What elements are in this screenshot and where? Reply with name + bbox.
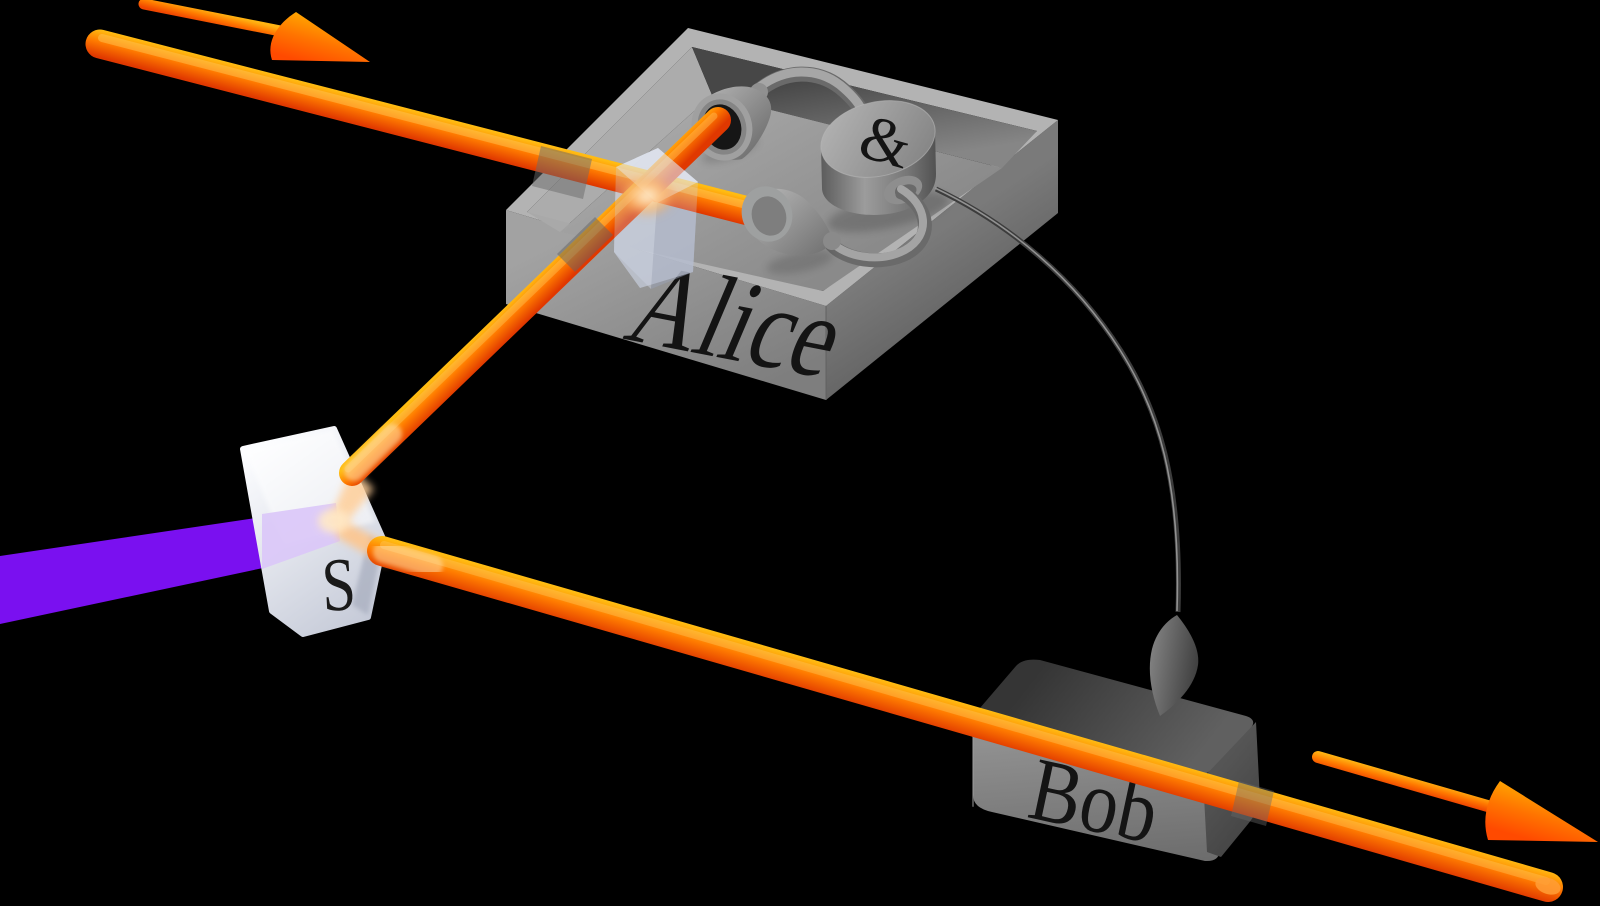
output-arrow-head (1485, 781, 1598, 842)
source-label: S (320, 542, 358, 628)
alice-box-right-face (826, 120, 1058, 400)
entangled-beam-to-bob (367, 536, 1563, 902)
classical-channel (934, 186, 1199, 716)
classical-wire-highlight (934, 187, 1179, 612)
classical-arrow-head (1149, 615, 1199, 716)
detector-bottom-shadow (766, 249, 834, 275)
detector-bottom-aperture (751, 196, 787, 236)
coincidence-top (820, 100, 936, 178)
bob-box-top-face (977, 659, 1254, 776)
wall-dim-patch-input-beam (532, 146, 592, 199)
wall-dim-patch-alice-beam (557, 217, 613, 272)
input-arrow-head (270, 12, 370, 62)
entangled-beam-to-bob-core (380, 541, 1550, 885)
photon-beams (85, 29, 1563, 902)
input-photon-arrow (138, 0, 370, 62)
output-arrow-shaft (1312, 751, 1504, 815)
input-arrow-shaft (138, 0, 289, 37)
downconversion-core-glow (318, 509, 350, 533)
alice-detector-bottom (741, 186, 841, 275)
beam-splitter-glow (617, 174, 677, 218)
fiber-top-highlight (752, 67, 867, 115)
wall-dim-patch-bob-beam (1231, 781, 1274, 826)
coincidence-unit: & (820, 100, 949, 268)
fiber-bottom-highlight (829, 185, 927, 262)
alice-box-rim (506, 28, 1058, 306)
beam-bright-segment-bob (373, 541, 443, 577)
pump-beam (0, 517, 263, 624)
beam-bright-segment-alice (344, 424, 402, 481)
output-photon-arrow (1312, 751, 1598, 842)
beam-end-cap (1535, 877, 1561, 895)
detector-bottom-tail (823, 232, 841, 250)
